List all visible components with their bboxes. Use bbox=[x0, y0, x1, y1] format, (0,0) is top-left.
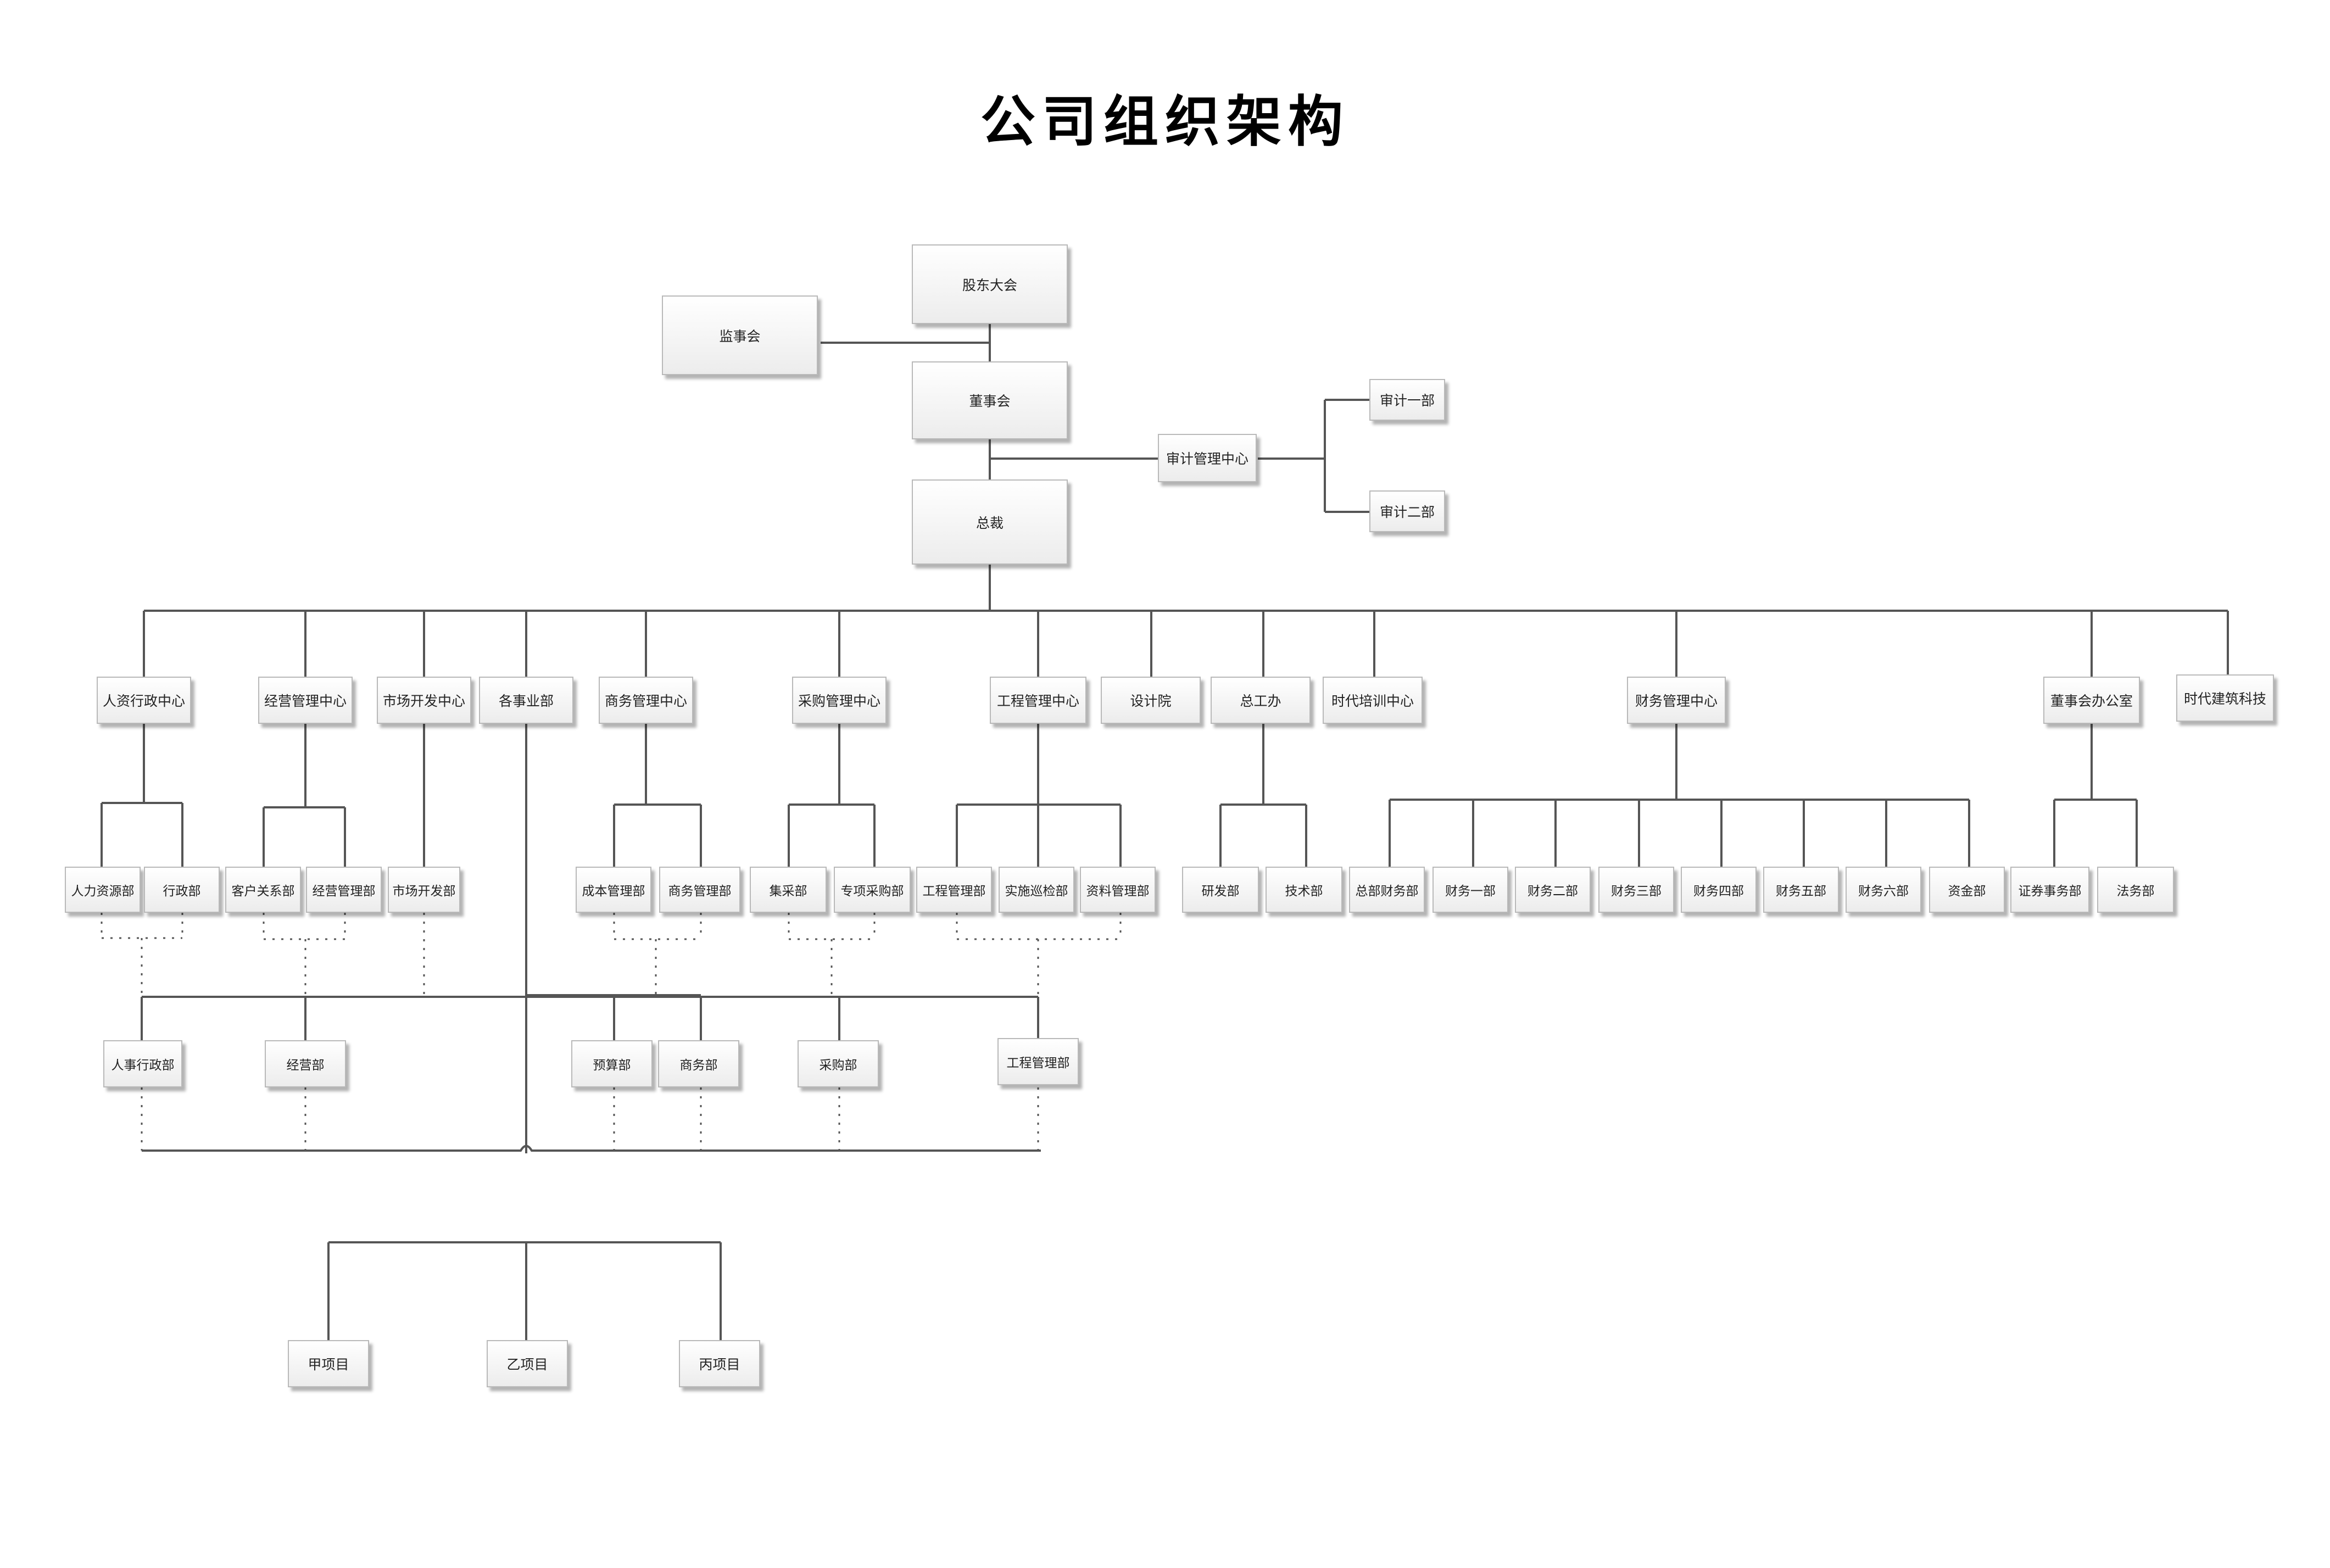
node-board-office[interactable]: 董事会办公室 bbox=[2043, 677, 2140, 724]
node-legal-dept[interactable]: 法务部 bbox=[2097, 867, 2174, 913]
connector bbox=[263, 724, 346, 867]
dotted-connector bbox=[101, 913, 183, 997]
node-customer-dept[interactable]: 客户关系部 bbox=[225, 867, 301, 913]
dotted-connector bbox=[956, 913, 1122, 997]
node-finance-center[interactable]: 财务管理中心 bbox=[1627, 677, 1726, 724]
connector bbox=[956, 724, 1122, 867]
node-bu-budget[interactable]: 预算部 bbox=[571, 1040, 653, 1087]
node-project-a[interactable]: 甲项目 bbox=[288, 1340, 369, 1387]
connector bbox=[788, 724, 876, 867]
node-treasury-dept[interactable]: 资金部 bbox=[1929, 867, 2005, 913]
node-bu-hr-admin[interactable]: 人事行政部 bbox=[103, 1040, 182, 1087]
node-securities-dept[interactable]: 证券事务部 bbox=[2010, 867, 2089, 913]
node-cost-dept[interactable]: 成本管理部 bbox=[576, 867, 651, 913]
node-chief-engineer-office[interactable]: 总工办 bbox=[1211, 677, 1311, 724]
node-central-purchase-dept[interactable]: 集采部 bbox=[750, 867, 827, 913]
node-bu-engineering[interactable]: 工程管理部 bbox=[997, 1038, 1079, 1085]
node-ops-center[interactable]: 经营管理中心 bbox=[258, 677, 353, 724]
node-project-c[interactable]: 丙项目 bbox=[679, 1340, 760, 1387]
node-supervisors[interactable]: 监事会 bbox=[662, 295, 818, 375]
node-special-purchase-dept[interactable]: 专项采购部 bbox=[834, 867, 911, 913]
node-market-center[interactable]: 市场开发中心 bbox=[377, 677, 471, 724]
connector bbox=[1219, 724, 1307, 867]
node-finance-6[interactable]: 财务六部 bbox=[1846, 867, 1921, 913]
node-finance-1[interactable]: 财务一部 bbox=[1432, 867, 1508, 913]
connector bbox=[327, 1241, 722, 1340]
node-inspection-dept[interactable]: 实施巡检部 bbox=[999, 867, 1074, 913]
node-admin-dept[interactable]: 行政部 bbox=[144, 867, 220, 913]
node-commerce-mgmt-dept[interactable]: 商务管理部 bbox=[659, 867, 740, 913]
node-rd-dept[interactable]: 研发部 bbox=[1182, 867, 1259, 913]
node-audit-1[interactable]: 审计一部 bbox=[1369, 379, 1445, 421]
node-hr-dept[interactable]: 人力资源部 bbox=[65, 867, 141, 913]
node-project-b[interactable]: 乙项目 bbox=[487, 1340, 568, 1387]
node-board[interactable]: 董事会 bbox=[912, 361, 1068, 439]
node-tech-company[interactable]: 时代建筑科技 bbox=[2176, 674, 2274, 722]
dotted-connector bbox=[263, 913, 346, 997]
node-shareholders[interactable]: 股东大会 bbox=[912, 244, 1068, 324]
connector bbox=[143, 611, 2229, 677]
node-bu-purchase[interactable]: 采购部 bbox=[798, 1040, 879, 1087]
node-hr-admin-center[interactable]: 人资行政中心 bbox=[97, 677, 191, 724]
node-bu-ops[interactable]: 经营部 bbox=[265, 1040, 346, 1087]
node-training-center[interactable]: 时代培训中心 bbox=[1323, 677, 1423, 724]
connector bbox=[141, 997, 1039, 1040]
node-finance-2[interactable]: 财务二部 bbox=[1515, 867, 1591, 913]
dotted-connector bbox=[613, 913, 702, 997]
page-title: 公司组织架构 bbox=[980, 90, 1350, 154]
node-president[interactable]: 总裁 bbox=[912, 479, 1068, 565]
node-finance-5[interactable]: 财务五部 bbox=[1763, 867, 1839, 913]
node-tech-dept[interactable]: 技术部 bbox=[1266, 867, 1342, 913]
node-audit-center[interactable]: 审计管理中心 bbox=[1158, 434, 1257, 482]
node-audit-2[interactable]: 审计二部 bbox=[1369, 490, 1445, 532]
node-materials-dept[interactable]: 资料管理部 bbox=[1080, 867, 1156, 913]
dotted-connector bbox=[788, 913, 876, 997]
connector bbox=[101, 724, 183, 867]
dotted-connector bbox=[141, 1087, 1039, 1151]
node-engineering-center[interactable]: 工程管理中心 bbox=[990, 677, 1086, 724]
connector bbox=[1389, 724, 1970, 867]
connector bbox=[613, 724, 702, 867]
node-hq-finance-dept[interactable]: 总部财务部 bbox=[1349, 867, 1425, 913]
node-ops-mgmt-dept[interactable]: 经营管理部 bbox=[306, 867, 382, 913]
node-design-institute[interactable]: 设计院 bbox=[1101, 677, 1201, 724]
node-engineering-mgmt-dept[interactable]: 工程管理部 bbox=[916, 867, 992, 913]
node-commerce-center[interactable]: 商务管理中心 bbox=[599, 677, 693, 724]
node-business-units[interactable]: 各事业部 bbox=[479, 677, 573, 724]
node-finance-4[interactable]: 财务四部 bbox=[1681, 867, 1757, 913]
connector bbox=[2053, 724, 2138, 867]
node-finance-3[interactable]: 财务三部 bbox=[1598, 867, 1674, 913]
node-purchase-center[interactable]: 采购管理中心 bbox=[792, 677, 887, 724]
node-bu-commerce[interactable]: 商务部 bbox=[658, 1040, 739, 1087]
connector bbox=[142, 1145, 1041, 1152]
node-market-dev-dept[interactable]: 市场开发部 bbox=[388, 867, 460, 913]
